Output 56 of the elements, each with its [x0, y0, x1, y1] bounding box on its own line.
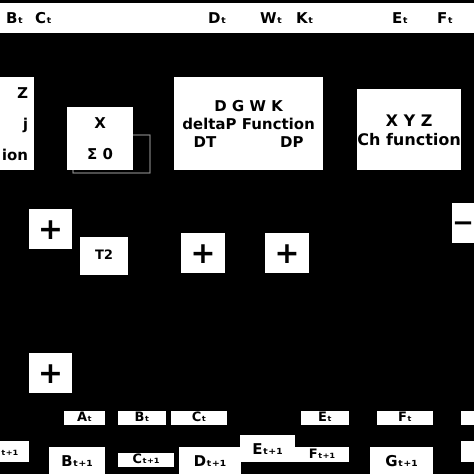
block-box [171, 411, 227, 425]
operator-sign: + [274, 236, 300, 270]
block-text: Fₜ₊₁ [308, 447, 336, 462]
block-text: Aₜ [76, 411, 92, 425]
port-label: DT [194, 132, 216, 150]
block-text: Σ 0 [87, 145, 113, 164]
variable-label: Bₜ [6, 10, 24, 26]
block-box [301, 411, 349, 425]
block-text: j [22, 114, 28, 132]
block-box [174, 77, 323, 170]
block-box [295, 447, 349, 462]
block-box [80, 237, 128, 275]
operator-sign: + [38, 212, 64, 246]
block-text: Eₜ [318, 411, 332, 425]
port-label: DP [280, 132, 304, 150]
block-text: deltaP Function [182, 114, 315, 132]
block-box [118, 411, 166, 425]
block-text: T2 [95, 248, 113, 264]
block-text: ion [2, 146, 28, 164]
block-text: X [94, 114, 106, 132]
operator-sign: + [190, 236, 216, 270]
block-box [64, 411, 105, 425]
block-text: Cₜ₊₁ [132, 453, 160, 467]
block-text: Ch function [357, 130, 461, 148]
block-box [29, 209, 72, 249]
operator-sign: + [38, 356, 64, 390]
block-text: Gₜ₊₁ [385, 452, 418, 470]
block-text: Eₜ₊₁ [252, 440, 283, 458]
block-box [0, 441, 29, 462]
variable-label: Fₜ [437, 10, 454, 26]
block-box [357, 89, 461, 170]
block-text: ₜ₊₁ [0, 444, 18, 460]
block-text: D G W K [214, 96, 283, 114]
block-text: Cₜ [192, 411, 206, 425]
block-box [370, 447, 433, 474]
variable-label: Kₜ [296, 10, 314, 26]
block-box [179, 447, 241, 474]
block-box [118, 453, 174, 467]
variable-label: Eₜ [392, 10, 408, 26]
block-box [49, 447, 105, 474]
block-text: Dₜ₊₁ [194, 452, 226, 470]
block-box [265, 233, 309, 273]
variable-label: Dₜ [208, 10, 226, 26]
block-text: Fₜ [398, 411, 412, 425]
block-box [67, 107, 133, 170]
block-text: Bₜ₊₁ [61, 452, 93, 470]
block-box [181, 233, 225, 273]
operator-sign: − [452, 208, 474, 238]
block-box [377, 411, 433, 425]
block-box [29, 353, 72, 393]
block-text: Bₜ [134, 411, 150, 425]
variable-label: Wₜ [260, 10, 282, 26]
block-text: X Y Z [386, 110, 432, 130]
block-box [452, 203, 474, 243]
block-text: Z [17, 84, 28, 102]
variable-label: Cₜ [35, 10, 52, 26]
